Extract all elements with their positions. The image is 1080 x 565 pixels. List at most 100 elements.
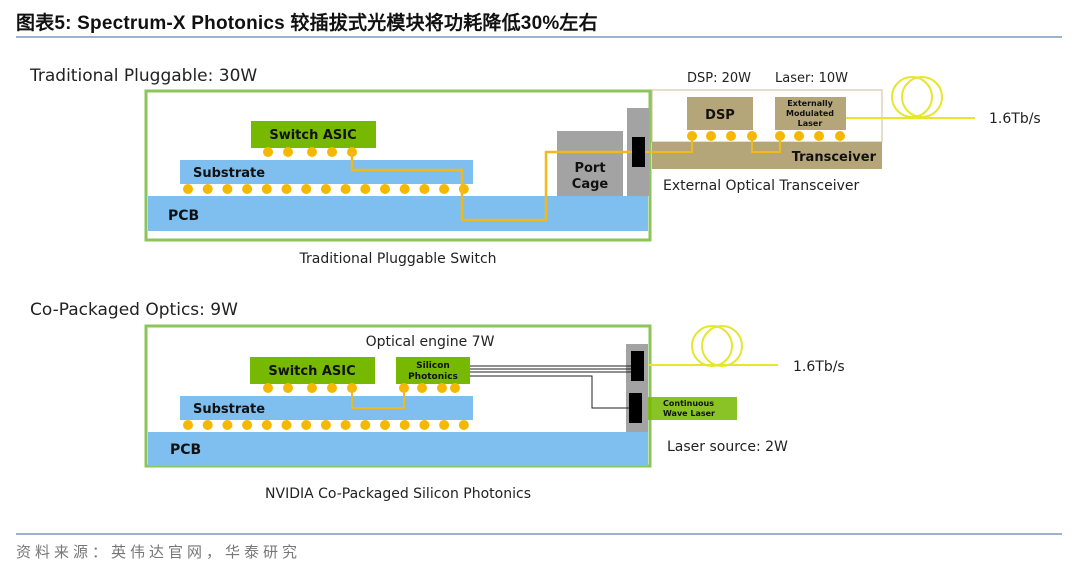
cpo-laser-connector <box>629 393 642 423</box>
cpo-switch-asic-label: Switch ASIC <box>268 364 355 379</box>
externally-modulated-laser <box>775 97 846 130</box>
continuous-wave-laser <box>648 397 737 420</box>
solder-ball <box>222 420 233 430</box>
solder-ball <box>242 184 253 194</box>
traditional-connector <box>632 137 645 167</box>
solder-ball <box>417 383 427 393</box>
solder-ball <box>706 131 716 141</box>
solder-ball <box>283 383 293 393</box>
header-divider <box>16 36 1062 38</box>
solder-ball <box>307 383 317 393</box>
traditional-pcb-label: PCB <box>168 208 199 224</box>
traditional-asic-solder-balls <box>263 147 357 157</box>
dsp-chip <box>687 97 753 130</box>
laser-power-label: Laser: 10W <box>775 71 848 86</box>
transceiver-outline <box>651 89 883 143</box>
solder-ball <box>340 184 351 194</box>
solder-ball <box>327 383 337 393</box>
cpo-substrate-solder-balls <box>183 420 469 430</box>
cpo-pcb-label: PCB <box>170 442 201 458</box>
solder-ball <box>437 383 447 393</box>
traditional-heading: Traditional Pluggable: 30W <box>29 66 257 86</box>
solder-ball <box>814 131 824 141</box>
cpo-substrate-label: Substrate <box>193 402 265 417</box>
solder-ball <box>301 420 312 430</box>
cw-laser-label-2: Wave Laser <box>663 409 715 418</box>
traditional-electrical-trace <box>350 150 632 222</box>
solder-ball <box>439 420 450 430</box>
solder-ball <box>419 420 430 430</box>
silicon-photonics-chip <box>396 357 470 384</box>
traditional-pcb <box>148 196 648 231</box>
solder-ball <box>419 184 430 194</box>
dsp-power-label: DSP: 20W <box>687 71 751 86</box>
traditional-substrate <box>180 160 473 184</box>
cpo-substrate <box>180 396 473 420</box>
laser-waveguide <box>470 375 629 409</box>
traditional-switch-asic-label: Switch ASIC <box>269 128 356 143</box>
solder-ball <box>320 184 331 194</box>
eml-label-3: Laser <box>798 119 823 128</box>
port-cage-label-2: Cage <box>572 177 609 192</box>
port-cage <box>557 131 623 196</box>
transceiver-caption: External Optical Transceiver <box>663 178 860 194</box>
dsp-label: DSP <box>705 108 735 123</box>
solder-ball <box>202 184 213 194</box>
traditional-fiber-coil-1 <box>891 76 933 118</box>
solder-ball <box>726 131 736 141</box>
cpo-pcb <box>148 432 648 466</box>
solder-ball <box>307 147 317 157</box>
cpo-chip-solder-balls <box>263 383 460 393</box>
traditional-fiber-coil-2 <box>901 76 943 118</box>
solder-ball <box>380 184 390 194</box>
port-cage-label-1: Port <box>574 161 605 176</box>
cpo-switch-asic <box>250 357 375 384</box>
cw-laser-label-1: Continuous <box>663 399 714 408</box>
solder-ball <box>283 147 293 157</box>
solder-ball <box>301 184 312 194</box>
silicon-photonics-label-1: Silicon <box>416 361 450 371</box>
solder-ball <box>399 184 410 194</box>
cpo-electrical-trace <box>351 388 405 409</box>
silicon-photonics-label-2: Photonics <box>408 372 458 382</box>
solder-ball <box>183 420 193 430</box>
cpo-fiber-coil-1 <box>691 325 733 367</box>
solder-ball <box>222 184 233 194</box>
eml-label-2: Modulated <box>786 109 834 118</box>
solder-ball <box>320 420 331 430</box>
traditional-caption: Traditional Pluggable Switch <box>298 251 496 267</box>
solder-ball <box>794 131 804 141</box>
cpo-caption: NVIDIA Co-Packaged Silicon Photonics <box>265 486 531 502</box>
solder-ball <box>458 420 469 430</box>
transceiver-body <box>652 142 882 169</box>
solder-ball <box>242 420 253 430</box>
solder-ball <box>263 147 273 157</box>
solder-ball <box>263 383 273 393</box>
solder-ball <box>261 184 272 194</box>
traditional-substrate-label: Substrate <box>193 166 265 181</box>
transceiver-trace-2 <box>751 136 781 153</box>
traditional-switch-asic <box>251 121 376 148</box>
solder-ball <box>327 147 337 157</box>
transceiver-solder-balls <box>687 131 845 141</box>
cpo-fiber-connector <box>631 351 644 381</box>
solder-ball <box>261 420 272 430</box>
eml-label-1: Externally <box>787 99 833 108</box>
solder-ball <box>281 184 292 194</box>
solder-ball <box>835 131 845 141</box>
solder-ball <box>360 184 371 194</box>
cpo-bandwidth: 1.6Tb/s <box>793 359 845 375</box>
solder-ball <box>360 420 371 430</box>
solder-ball <box>450 383 460 393</box>
traditional-substrate-solder-balls <box>183 184 469 194</box>
solder-ball <box>439 184 450 194</box>
laser-source-label: Laser source: 2W <box>667 439 788 455</box>
traditional-bandwidth: 1.6Tb/s <box>989 111 1041 127</box>
optical-engine-label: Optical engine 7W <box>366 334 495 350</box>
source-note: 资料来源：英伟达官网，华泰研究 <box>16 543 302 561</box>
transceiver-label: Transceiver <box>792 150 877 165</box>
figure-title: 图表5: Spectrum-X Photonics 较插拔式光模块将功耗降低30… <box>16 13 598 34</box>
solder-ball <box>380 420 390 430</box>
solder-ball <box>458 184 469 194</box>
